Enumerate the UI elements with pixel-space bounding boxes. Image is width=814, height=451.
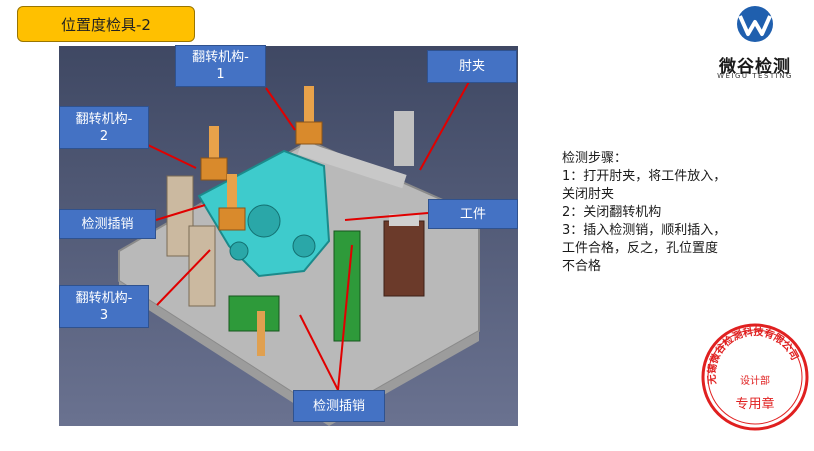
callout-flip-mechanism-3: 翻转机构- 3: [59, 285, 149, 328]
step-line: 不合格: [562, 259, 602, 274]
callout-elbow-clamp: 肘夹: [427, 50, 517, 83]
page-title: 位置度检具-2: [17, 6, 195, 42]
seal-dept: 设计部: [740, 374, 770, 387]
inspection-steps: 检测步骤： 1：打开肘夹，将工件放入， 关闭肘夹 2：关闭翻转机构 3：插入检测…: [562, 150, 777, 276]
step-line: 工件合格，反之，孔位置度: [562, 241, 719, 256]
company-seal-icon: 无锡微谷检测科技有限公司 设计部 专用章: [701, 323, 809, 431]
callout-workpiece: 工件: [428, 199, 518, 229]
logo-subtitle: WEIGU TESTING: [717, 72, 793, 80]
weigu-logo-icon: [737, 6, 773, 42]
callout-flip-mechanism-1: 翻转机构- 1: [175, 45, 266, 87]
steps-heading: 检测步骤：: [562, 151, 628, 166]
callout-detection-pin-bottom: 检测插销: [293, 390, 385, 422]
seal-label: 专用章: [735, 396, 774, 412]
step-line: 2：关闭翻转机构: [562, 205, 662, 220]
callout-detection-pin-left: 检测插销: [59, 209, 156, 239]
logo-name: 微谷检测: [719, 57, 791, 77]
step-line: 关闭肘夹: [562, 187, 615, 202]
callout-flip-mechanism-2: 翻转机构- 2: [59, 106, 149, 149]
step-line: 1：打开肘夹，将工件放入，: [562, 169, 727, 184]
step-line: 3：插入检测销，顺利插入，: [562, 223, 727, 238]
